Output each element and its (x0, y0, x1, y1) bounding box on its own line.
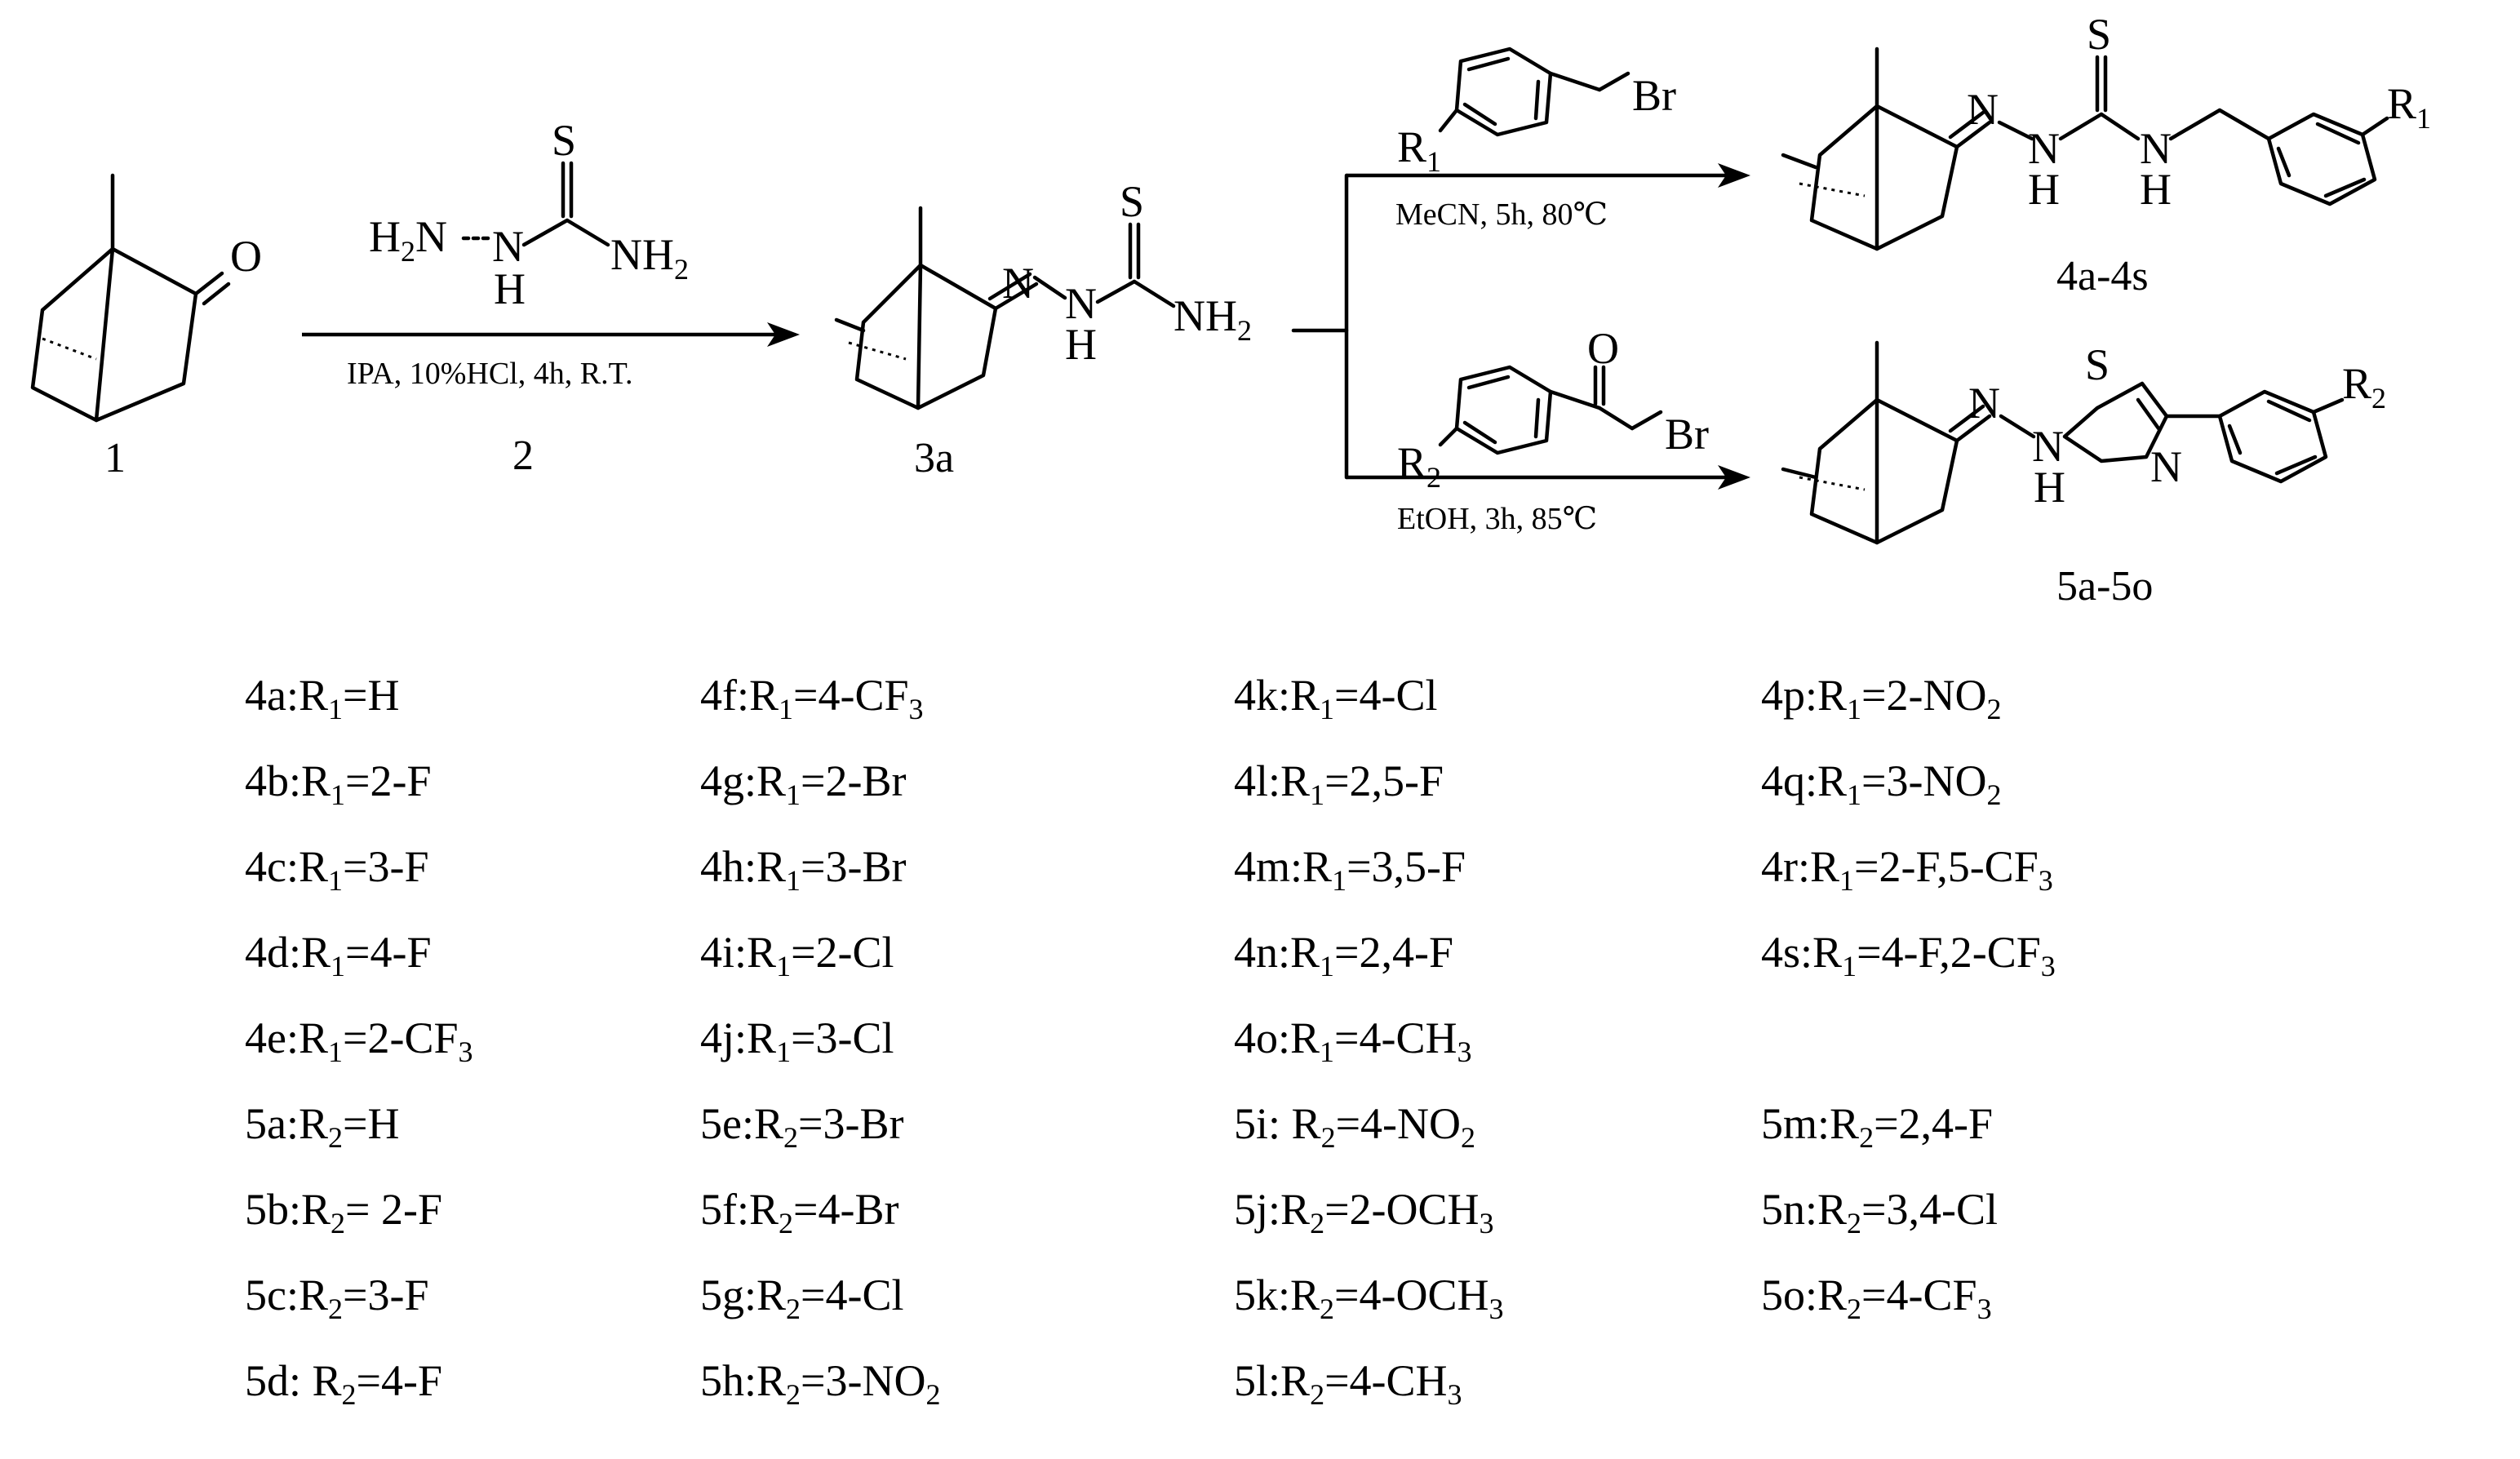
r2-substituent: R2 (1397, 438, 1441, 494)
bromine-atom-5: Br (1665, 410, 1709, 459)
p4-nh-hydrogen-1: H (2028, 165, 2060, 214)
compound-1-label: 1 (104, 435, 126, 481)
step1-conditions: IPA, 10%HCl, 4h, R.T. (347, 357, 632, 391)
p4-imine-nitrogen: N (1967, 85, 1999, 134)
compound-2-label: 2 (512, 432, 534, 479)
p5-imine-nitrogen: N (1968, 379, 2000, 428)
step2-conditions: MeCN, 5h, 80℃ (1395, 197, 1608, 232)
product-4-label: 4a-4s (2056, 253, 2149, 299)
p5-nh-hydrogen: H (2034, 463, 2065, 512)
terminal-nh2: NH2 (1173, 291, 1252, 347)
reaction-arrow-step1: IPA, 10%HCl, 4h, R.T. 2 (302, 322, 800, 479)
p4-r1-substituent: R1 (2387, 79, 2431, 135)
p4-sulfur-atom: S (2087, 10, 2111, 59)
branch-connector (1291, 163, 1750, 490)
compound-1-structure: O 1 (30, 173, 262, 481)
phenacyl-bromide-reagent: O Br R2 EtOH, 3h, 85℃ (1397, 324, 1709, 536)
h2n-group: H2N (369, 212, 447, 268)
p4-nh-nitrogen-1: N (2028, 124, 2060, 173)
step3-conditions: EtOH, 3h, 85℃ (1397, 502, 1597, 536)
nh-nitrogen: N (492, 222, 524, 271)
thiazole-sulfur: S (2085, 340, 2110, 389)
nh2-group: NH2 (610, 230, 689, 286)
thione-sulfur: S (1120, 177, 1144, 226)
compound-3a-structure: N N H S NH2 3a (834, 177, 1252, 481)
p5-nh-nitrogen: N (2032, 422, 2064, 471)
thiazole-nitrogen: N (2150, 442, 2182, 491)
compound-2-structure: H2N N H S NH2 (369, 116, 689, 313)
product-5-structure: N N H S N R2 5a-5o (1781, 340, 2386, 610)
benzyl-bromide-reagent: Br R1 MeCN, 5h, 80℃ (1395, 47, 1676, 232)
p5-r2-substituent: R2 (2342, 359, 2386, 415)
nh-hydrogen: H (494, 264, 526, 313)
r1-substituent: R1 (1397, 122, 1441, 178)
imine-nitrogen: N (1002, 259, 1034, 308)
p4-nh-hydrogen-2: H (2140, 165, 2172, 214)
p4-nh-nitrogen-2: N (2140, 124, 2172, 173)
oxygen-atom: O (230, 232, 262, 281)
sulfur-atom: S (552, 116, 576, 165)
bromine-atom-4: Br (1632, 71, 1676, 120)
hydrazide-nitrogen: N (1065, 279, 1097, 328)
ketone-oxygen: O (1587, 324, 1619, 373)
compound-3a-label: 3a (914, 435, 954, 481)
hydrazide-hydrogen: H (1065, 320, 1097, 369)
product-5-label: 5a-5o (2056, 563, 2153, 610)
product-4-structure: N N H S N H R1 4a-4s (1781, 10, 2431, 299)
